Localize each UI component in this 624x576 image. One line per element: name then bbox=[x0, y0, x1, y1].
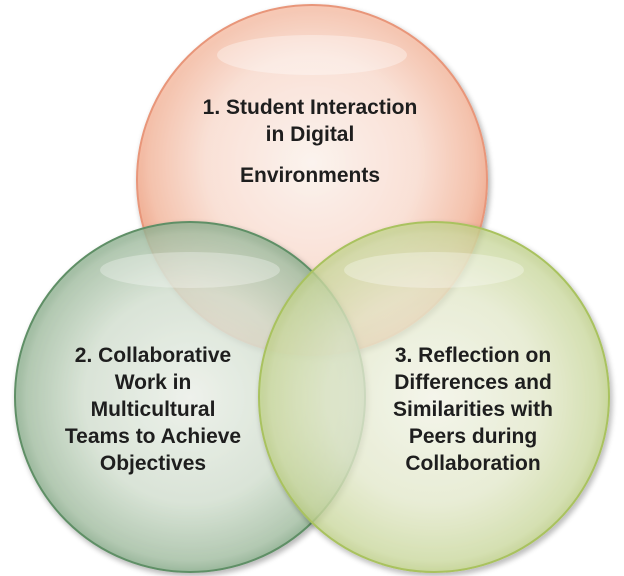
circle-2-line-3: Multicultural bbox=[90, 398, 216, 421]
circle-2-line-4: Teams to Achieve bbox=[64, 425, 242, 448]
circle-2-label: 2. Collaborative Work in Multicultural T… bbox=[28, 342, 278, 477]
circle-3-highlight bbox=[344, 252, 524, 288]
circle-3-line-2: Differences and bbox=[394, 371, 552, 394]
circle-3-line-3: Similarities with bbox=[393, 398, 553, 421]
circle-2-line-5: Objectives bbox=[99, 452, 207, 475]
circle-1-line-2: in Digital bbox=[265, 123, 355, 146]
circle-2-highlight bbox=[100, 252, 280, 288]
circle-1-label: 1. Student Interaction in Digital Enviro… bbox=[160, 94, 460, 189]
circle-1-line-1: 1. Student Interaction bbox=[202, 96, 418, 119]
circle-1-line-3: Environments bbox=[239, 164, 381, 187]
circle-2-line-2: Work in bbox=[114, 371, 192, 394]
circle-3 bbox=[258, 221, 610, 573]
circle-2-line-1: 2. Collaborative bbox=[74, 344, 232, 367]
circle-1-highlight bbox=[217, 35, 407, 75]
circle-3-label: 3. Reflection on Differences and Similar… bbox=[348, 342, 598, 477]
circle-3-line-1: 3. Reflection on bbox=[394, 344, 552, 367]
circle-3-line-4: Peers during bbox=[408, 425, 538, 448]
circle-3-line-5: Collaboration bbox=[405, 452, 541, 475]
